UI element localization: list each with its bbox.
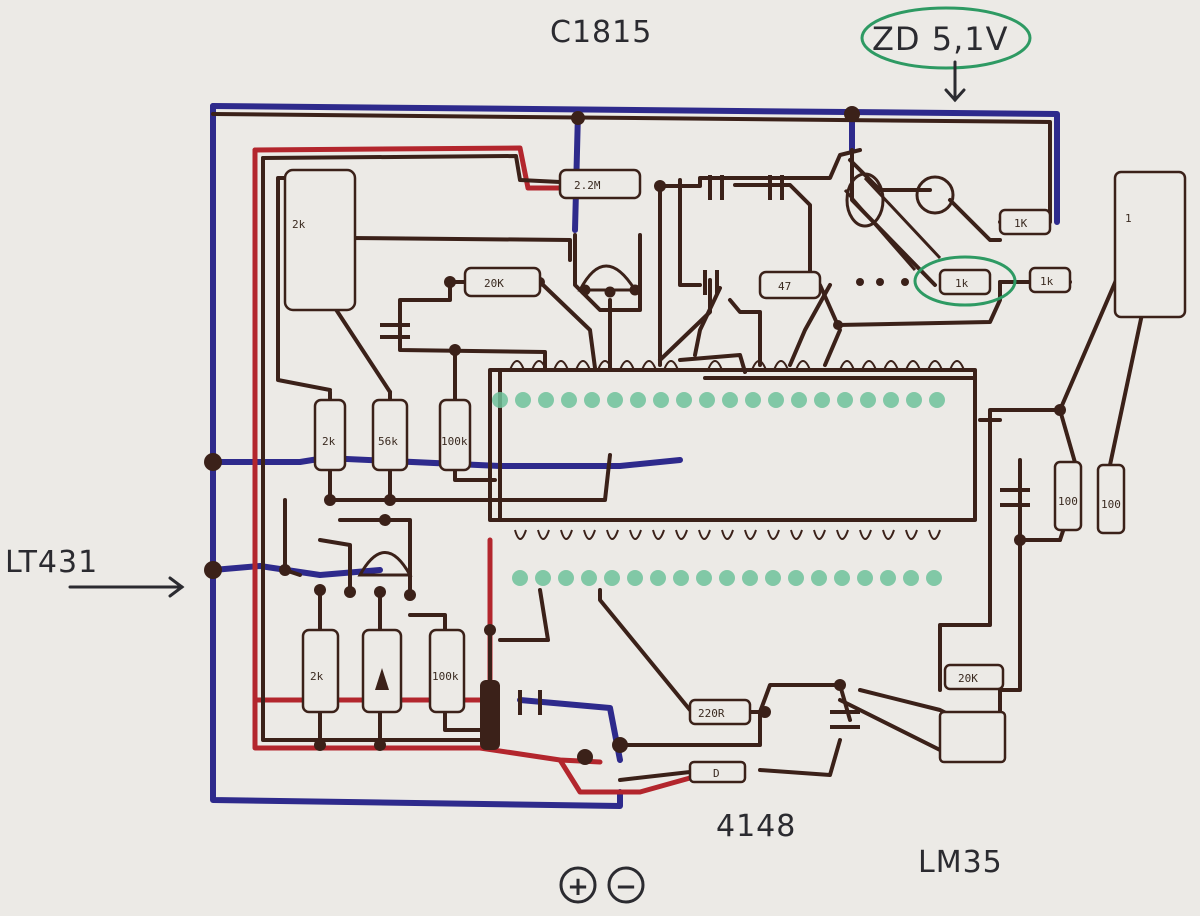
green-pad — [745, 392, 761, 408]
label-r-100-b: 100 — [1101, 498, 1121, 511]
green-pad — [627, 570, 643, 586]
arrows — [68, 60, 966, 598]
label-r-2k-b: 2k — [310, 670, 324, 683]
label-r-2k2m: 2.2M — [574, 179, 601, 192]
ground-blob — [480, 680, 500, 750]
green-pad — [673, 570, 689, 586]
green-pad — [515, 392, 531, 408]
label-4148: 4148 — [716, 809, 796, 844]
green-pad — [584, 392, 600, 408]
green-pad — [696, 570, 712, 586]
green-pad — [742, 570, 758, 586]
zener-highlight — [860, 6, 1032, 307]
label-lt431: LT431 — [5, 545, 98, 580]
transistor-c1815 — [577, 264, 641, 298]
green-pad — [768, 392, 784, 408]
label-c1815: C1815 — [550, 15, 652, 50]
green-pad — [538, 392, 554, 408]
label-lm35: LM35 — [918, 845, 1003, 880]
green-pad — [607, 392, 623, 408]
label-r-1k-sel: 1k — [955, 277, 969, 290]
green-pad — [880, 570, 896, 586]
green-pad — [929, 392, 945, 408]
green-pad — [699, 392, 715, 408]
minus-symbol-circle — [607, 866, 645, 904]
green-pad — [581, 570, 597, 586]
ic-pins-top — [509, 360, 965, 371]
green-pad-row-top — [492, 392, 945, 408]
power-symbols: + − — [559, 866, 645, 904]
green-pad — [630, 392, 646, 408]
green-pad — [926, 570, 942, 586]
label-pot-2k: 2k — [292, 218, 306, 231]
label-d-4148: D — [713, 767, 720, 780]
lt431-device — [357, 551, 413, 577]
green-pad — [558, 570, 574, 586]
green-pad — [906, 392, 922, 408]
green-pad — [653, 392, 669, 408]
label-r-2k-a: 2k — [322, 435, 336, 448]
label-pot-right: 1 — [1125, 212, 1132, 225]
minus-symbol: − — [615, 872, 637, 902]
label-zener: ZD 5,1V — [872, 20, 1009, 58]
ic-pins-bottom — [514, 529, 941, 540]
green-pad — [860, 392, 876, 408]
label-r-1k-r: 1k — [1040, 275, 1054, 288]
green-pad-row-bottom — [512, 570, 942, 586]
plus-symbol-circle — [559, 866, 597, 904]
label-r-100k-b: 100k — [432, 670, 459, 683]
capacitors — [380, 175, 1030, 729]
label-r-20k-top: 20K — [484, 277, 504, 290]
green-pad — [788, 570, 804, 586]
green-pad — [512, 570, 528, 586]
green-pad — [903, 570, 919, 586]
green-pad — [834, 570, 850, 586]
label-r-20k-right: 20K — [958, 672, 978, 685]
label-r-1k-top: 1K — [1014, 217, 1028, 230]
green-pad — [561, 392, 577, 408]
green-pad — [814, 392, 830, 408]
green-pad — [857, 570, 873, 586]
components — [283, 168, 1187, 784]
green-pad — [765, 570, 781, 586]
green-pad — [492, 392, 508, 408]
green-pad — [535, 570, 551, 586]
green-pad — [883, 392, 899, 408]
label-r-220r: 220R — [698, 707, 725, 720]
label-r-100-a: 100 — [1058, 495, 1078, 508]
label-r-100k: 100k — [441, 435, 468, 448]
green-pad — [811, 570, 827, 586]
green-pad — [650, 570, 666, 586]
green-pad — [676, 392, 692, 408]
green-pad — [837, 392, 853, 408]
green-pad — [604, 570, 620, 586]
led-element — [375, 668, 389, 690]
green-pad — [719, 570, 735, 586]
zener-component — [843, 172, 955, 271]
label-r-47: 47 — [778, 280, 791, 293]
label-r-56k: 56k — [378, 435, 398, 448]
plus-symbol: + — [567, 872, 589, 902]
green-pad — [791, 392, 807, 408]
green-pad — [722, 392, 738, 408]
